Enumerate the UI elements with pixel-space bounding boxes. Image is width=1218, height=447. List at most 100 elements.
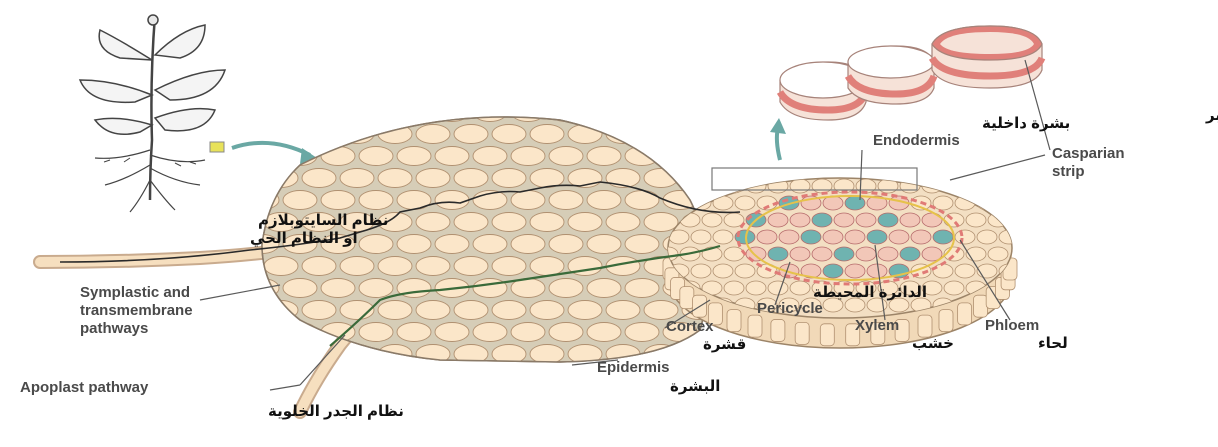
cortex-cell <box>530 257 564 276</box>
cortex-cell <box>321 103 355 122</box>
cortex-cell <box>454 125 488 144</box>
stele-cell <box>867 264 887 278</box>
epidermal-cell <box>748 315 762 337</box>
cortex-cell <box>511 323 545 342</box>
endodermal-cell-3 <box>932 26 1042 88</box>
cortex-cell <box>321 191 355 210</box>
cortex-cell <box>966 179 986 193</box>
cortex-cell <box>397 235 431 254</box>
label-cortex: Cortex <box>666 318 714 335</box>
stele-cell <box>790 213 810 227</box>
cortex-cell <box>416 125 450 144</box>
cortex-cell <box>625 103 659 122</box>
cortex-cell <box>492 301 526 320</box>
stele-cell <box>790 247 810 261</box>
cortex-cell <box>378 257 412 276</box>
cortex-cell <box>397 323 431 342</box>
stele-cell <box>933 230 953 244</box>
cortex-cell <box>340 169 374 188</box>
cortex-cell <box>511 235 545 254</box>
cortex-cell <box>735 196 755 210</box>
cortex-cell <box>790 281 810 295</box>
cortex-cell <box>790 179 810 193</box>
cortex-cell <box>378 301 412 320</box>
cortex-cell <box>302 169 336 188</box>
cortex-cell <box>999 196 1019 210</box>
cortex-cell <box>435 323 469 342</box>
cortex-cell <box>245 323 279 342</box>
cortex-cell <box>511 191 545 210</box>
cortex-cell <box>644 213 678 232</box>
cortex-cell <box>321 279 355 298</box>
stele-cell <box>834 247 854 261</box>
cortex-cell <box>922 179 942 193</box>
stele-cell <box>812 213 832 227</box>
cortex-cell <box>587 147 621 166</box>
cortex-cell <box>530 125 564 144</box>
cortex-cell <box>587 103 621 122</box>
cortex-cell <box>587 191 621 210</box>
cortex-cell <box>977 230 997 244</box>
cortex-cell <box>720 125 754 144</box>
cortex-cell <box>283 279 317 298</box>
cortex-cell <box>359 279 393 298</box>
cortex-cell <box>454 169 488 188</box>
cortex-cell <box>264 257 298 276</box>
label-arabic-casparian: شريط كاسبر <box>1205 107 1218 124</box>
stele-cell <box>823 196 843 210</box>
cortex-cell <box>691 264 711 278</box>
cortex-cell <box>682 125 716 144</box>
cortex-cell <box>473 235 507 254</box>
cortex-cell <box>359 147 393 166</box>
cortex-cell <box>735 264 755 278</box>
cortex-cell <box>606 213 640 232</box>
cortex-cell <box>454 257 488 276</box>
stele-cell <box>911 230 931 244</box>
stele-cell <box>856 213 876 227</box>
cortex-cell <box>663 147 697 166</box>
label-epidermis: Epidermis <box>597 359 670 376</box>
cortex-cell <box>359 323 393 342</box>
cortex-cell <box>359 235 393 254</box>
cortex-cell <box>245 103 279 122</box>
cortex-cell <box>625 279 659 298</box>
cortex-cell <box>283 103 317 122</box>
cortex-cell <box>724 247 744 261</box>
cortex-cell <box>397 147 431 166</box>
cortex-cell <box>701 103 735 122</box>
cortex-cell <box>359 103 393 122</box>
cortex-cell <box>397 103 431 122</box>
cortex-cell <box>549 191 583 210</box>
cortex-cell <box>724 281 744 295</box>
label-symplastic-2: transmembrane <box>80 302 193 319</box>
cortex-cell <box>530 169 564 188</box>
cortex-cell <box>702 213 722 227</box>
stele-cell <box>878 213 898 227</box>
label-arabic-phloem: لحاء <box>1038 335 1068 352</box>
epidermal-cell <box>680 287 694 309</box>
cortex-cell <box>264 301 298 320</box>
stele-cell <box>900 247 920 261</box>
label-casparian-2: strip <box>1052 163 1085 180</box>
cortex-cell <box>549 147 583 166</box>
cortex-cell <box>663 191 697 210</box>
cortex-cell <box>340 257 374 276</box>
cortex-cell <box>768 281 788 295</box>
epidermal-cell <box>958 303 972 325</box>
cortex-cell <box>492 125 526 144</box>
stele-cell <box>867 230 887 244</box>
epidermal-cell <box>771 319 785 341</box>
cortex-cell <box>283 191 317 210</box>
cortex-cell <box>682 169 716 188</box>
stele-cell <box>823 264 843 278</box>
cortex-cell <box>435 235 469 254</box>
cortex-cell <box>549 279 583 298</box>
cortex-cell <box>530 213 564 232</box>
stele-cell <box>878 247 898 261</box>
epidermal-cell <box>795 322 809 344</box>
cortex-cell <box>944 281 964 295</box>
endodermal-cells-detail <box>780 26 1042 120</box>
cortex-cell <box>701 147 735 166</box>
cortex-cell <box>944 179 964 193</box>
label-endodermis: Endodermis <box>873 132 960 149</box>
